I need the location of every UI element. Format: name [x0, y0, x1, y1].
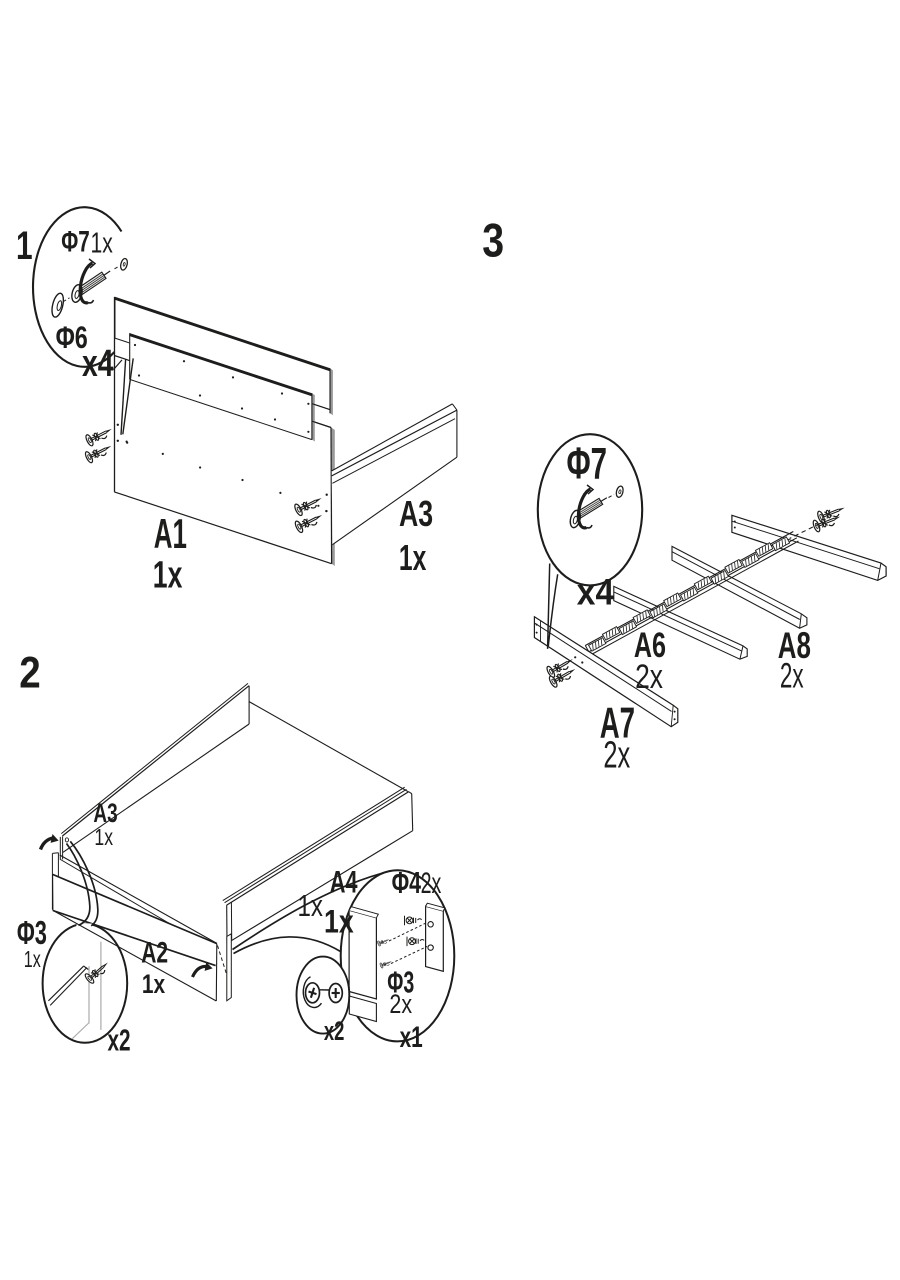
- svg-text:2x: 2x: [421, 867, 442, 900]
- svg-text:1x: 1x: [324, 904, 354, 940]
- svg-text:1x: 1x: [142, 968, 165, 999]
- svg-text:1x: 1x: [153, 555, 183, 597]
- svg-text:A3: A3: [399, 493, 433, 534]
- svg-text:2x: 2x: [780, 657, 804, 696]
- svg-text:Φ7: Φ7: [567, 440, 607, 489]
- svg-text:A2: A2: [141, 937, 168, 970]
- svg-text:Φ3: Φ3: [17, 915, 47, 952]
- svg-text:Φ6: Φ6: [56, 319, 88, 355]
- svg-text:3: 3: [482, 215, 504, 268]
- svg-text:A3: A3: [93, 798, 117, 828]
- svg-text:x2: x2: [108, 1025, 131, 1058]
- svg-text:1x: 1x: [399, 537, 426, 578]
- svg-text:x2: x2: [324, 1016, 345, 1046]
- svg-text:A8: A8: [778, 625, 811, 666]
- svg-text:1x: 1x: [298, 890, 323, 923]
- svg-text:A4: A4: [330, 863, 358, 899]
- svg-text:1: 1: [16, 224, 33, 268]
- svg-text:x4: x4: [82, 343, 114, 385]
- svg-text:1x: 1x: [94, 824, 113, 850]
- svg-text:x1: x1: [400, 1021, 423, 1054]
- svg-text:2x: 2x: [603, 734, 630, 777]
- svg-text:2x: 2x: [389, 989, 412, 1019]
- svg-text:1x: 1x: [91, 227, 114, 259]
- svg-text:A1: A1: [154, 510, 187, 557]
- svg-text:2x: 2x: [635, 658, 663, 696]
- svg-text:1x: 1x: [24, 946, 41, 972]
- svg-text:2: 2: [19, 648, 40, 697]
- svg-text:A6: A6: [634, 626, 666, 665]
- svg-text:Φ4: Φ4: [392, 867, 422, 900]
- svg-text:Φ3: Φ3: [387, 965, 414, 1000]
- svg-text:x4: x4: [577, 570, 614, 612]
- svg-text:Φ7: Φ7: [61, 226, 89, 259]
- svg-text:A7: A7: [600, 698, 635, 747]
